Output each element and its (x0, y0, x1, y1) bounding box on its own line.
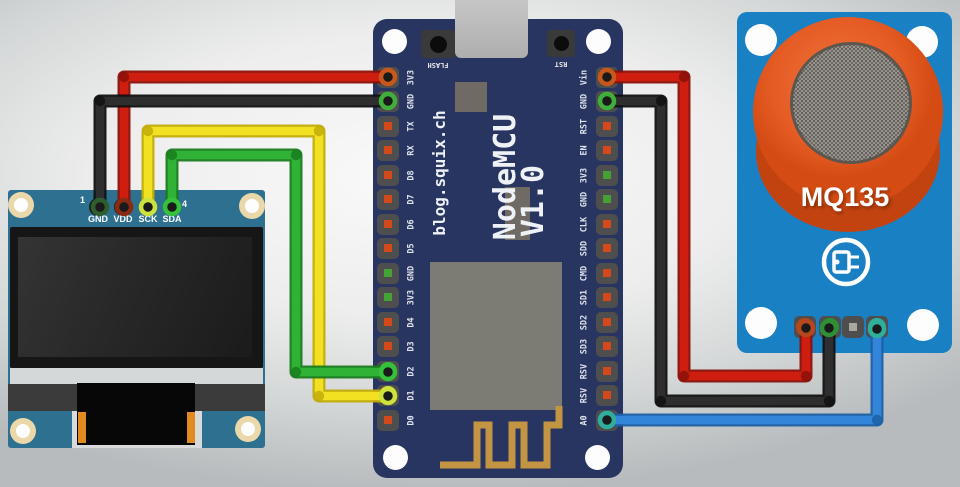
wire-mq135-gnd-black (597, 91, 839, 408)
nodemcu-pin-right-RSV (596, 360, 618, 382)
nodemcu-pin-left-D6 (377, 213, 399, 235)
nodemcu-pin-right-SDD (596, 238, 618, 259)
oled-pin-label-VDD: VDD (113, 214, 133, 224)
nodemcu-pin-left-D5 (377, 238, 399, 259)
nodemcu-pin-right-3V3 (596, 164, 618, 186)
oled-ribbon-connector (77, 383, 195, 445)
nodemcu-pin-left-D7 (377, 189, 399, 210)
nodemcu-pin-left-3V3 (377, 287, 399, 308)
oled-pin-number-last: 4 (182, 199, 188, 209)
usb-connector (455, 0, 528, 58)
flash-button (421, 30, 455, 58)
nodemcu-pin-right-SD3 (596, 336, 618, 357)
pin-led-green (384, 268, 392, 277)
screw-hole (383, 445, 408, 470)
nodemcu-pin-left-D0 (377, 409, 399, 431)
wire-oled-sck-yellow (138, 124, 398, 406)
pin-led-orange (384, 317, 392, 326)
pcb-antenna (440, 406, 563, 469)
nodemcu-pin-left-RX (377, 140, 399, 161)
pin-pad-square (849, 323, 857, 331)
wire-oled-gnd-black (90, 91, 398, 217)
oled-pin-label-SCK: SCK (138, 214, 158, 224)
nodemcu-pin-right-RST (596, 115, 618, 137)
nodemcu-pin-left-D3 (377, 336, 399, 357)
flash-button-cap (430, 36, 447, 53)
reset-button-cap (554, 36, 569, 51)
gas-sensor-can (753, 17, 943, 232)
pin-led-orange (603, 146, 611, 154)
nodemcu-pin-right-EN (596, 140, 618, 161)
screw-hole (585, 445, 610, 470)
wire-oled-sda-green (162, 148, 398, 382)
pin-led-orange (384, 195, 392, 203)
pin-led-orange (384, 219, 392, 228)
pin-led-orange (384, 146, 392, 154)
mq135-mount-hole (745, 307, 777, 339)
nodemcu-pin-right-RSV (596, 385, 618, 406)
mq135-mount-hole (745, 24, 777, 56)
pin-led-orange (603, 317, 611, 326)
oled-pin-number-first: 1 (80, 195, 86, 205)
smd-component (505, 187, 530, 240)
oled-pin-label-SDA: SDA (162, 214, 182, 224)
plug-logo-icon (821, 237, 871, 287)
oled-ribbon-clip-left (78, 412, 86, 443)
pin-led-orange (603, 244, 611, 252)
pin-led-orange (384, 342, 392, 350)
oled-mount-hole (235, 416, 261, 442)
nodemcu-pin-right-SD1 (596, 287, 618, 308)
pin-led-green (603, 170, 611, 179)
pin-led-orange (384, 244, 392, 252)
oled-mount-hole (10, 418, 36, 444)
nodemcu-pin-right-CLK (596, 213, 618, 235)
nodemcu-pin-left-GND (377, 262, 399, 284)
oled-glass-edge (10, 368, 263, 384)
pin-led-orange (384, 121, 392, 130)
pin-led-green (603, 195, 611, 203)
pin-led-orange (384, 170, 392, 179)
nodemcu-pin-left-D8 (377, 164, 399, 186)
pin-led-orange (603, 293, 611, 301)
wire-mq135-a0-blue (597, 319, 887, 430)
pin-led-orange (603, 121, 611, 130)
oled-mount-hole (8, 192, 34, 218)
nodemcu-pin-right-CMD (596, 262, 618, 284)
smd-component (455, 82, 487, 112)
mq135-pin-3 (842, 316, 864, 338)
pin-led-orange (603, 366, 611, 375)
nodemcu-pin-left-TX (377, 115, 399, 137)
oled-screen (18, 237, 252, 357)
oled-ribbon-clip-right (187, 412, 195, 443)
nodemcu-pin-left-D4 (377, 311, 399, 333)
nodemcu-pin-right-SD2 (596, 311, 618, 333)
nodemcu-pin-right-GND (596, 189, 618, 210)
pin-led-green (384, 293, 392, 301)
mq135-mount-hole (907, 309, 939, 341)
screw-hole (382, 29, 407, 54)
sensor-model-label: MQ135 (800, 182, 890, 212)
oled-pin-label-GND: GND (88, 214, 108, 224)
esp8266-chip-shield (430, 262, 562, 410)
pin-led-orange (603, 391, 611, 399)
screw-hole (586, 29, 611, 54)
pin-led-orange (603, 268, 611, 277)
wire-oled-vdd-red (114, 67, 398, 217)
pin-led-orange (603, 342, 611, 350)
oled-display-module: 1 4 GND VDD SCK SDA (8, 190, 265, 448)
pin-led-orange (603, 219, 611, 228)
mq135-sensor-module: MQ135 (737, 12, 952, 353)
oled-mount-hole (239, 193, 265, 219)
pin-led-orange (384, 415, 392, 424)
reset-button (547, 30, 575, 57)
wire-mq135-vcc-red (597, 67, 816, 383)
